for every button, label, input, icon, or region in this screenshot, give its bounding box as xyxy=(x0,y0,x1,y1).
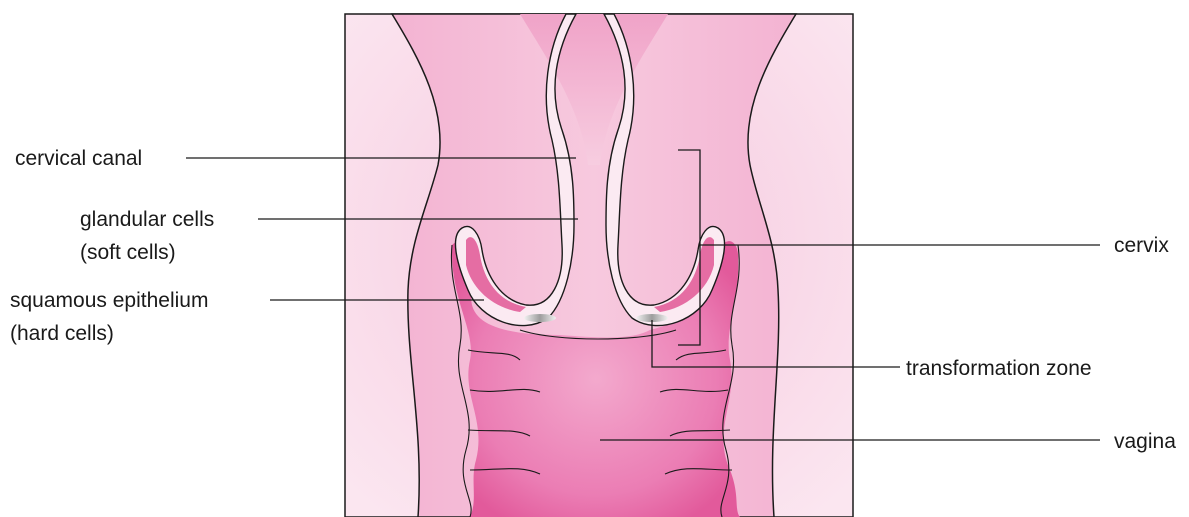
label-hard-cells: (hard cells) xyxy=(10,322,114,345)
label-squamous-epithelium: squamous epithelium xyxy=(10,289,208,312)
transformation-zone-left xyxy=(524,314,556,322)
label-cervical-canal: cervical canal xyxy=(15,147,142,170)
label-transformation-zone: transformation zone xyxy=(906,357,1092,380)
label-soft-cells: (soft cells) xyxy=(80,241,176,264)
label-glandular-cells: glandular cells xyxy=(80,208,214,231)
label-cervix: cervix xyxy=(1114,234,1169,257)
label-vagina: vagina xyxy=(1114,430,1176,453)
